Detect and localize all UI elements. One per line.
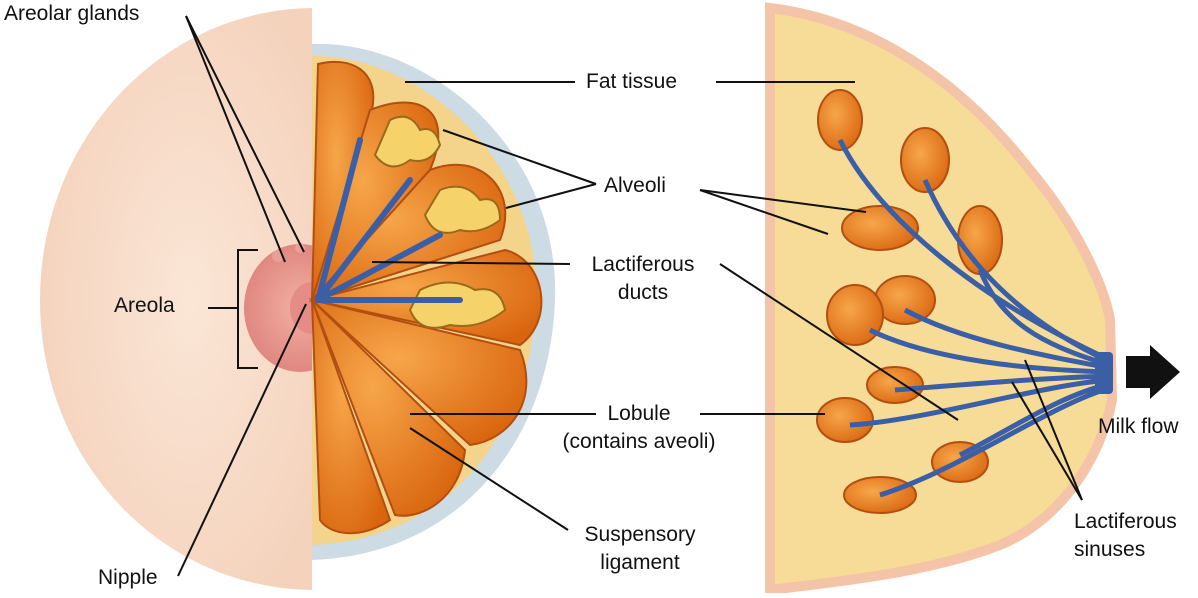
side-lobule [816, 397, 874, 443]
side-lobule [866, 366, 924, 404]
label-lobule-line2: (contains aveoli) [562, 430, 716, 453]
label-lactiferous-sinuses-line2: sinuses [1074, 538, 1146, 561]
breast-skin-view [40, 8, 356, 590]
lobe [311, 299, 467, 517]
side-duct-shape [837, 138, 1112, 498]
alveoli-cluster [373, 115, 442, 168]
label-nipple: Nipple [98, 566, 158, 589]
label-lactiferous-sinuses-line1: Lactiferous [1074, 510, 1177, 533]
cutaway-lobes [308, 43, 556, 560]
label-suspensory-ligament: Suspensory ligament [566, 521, 714, 577]
label-milk-flow: Milk flow [1098, 415, 1179, 438]
alveoli-cluster [408, 281, 507, 329]
leader-lines [177, 15, 1083, 577]
label-areolar-glands: Areolar glands [4, 2, 140, 25]
label-suspensory-line2: ligament [600, 551, 680, 574]
label-lactiferous-ducts-line1: Lactiferous [591, 253, 695, 276]
nipple-duct-openings [1095, 352, 1113, 394]
label-lactiferous-sinuses: Lactiferous sinuses [1074, 508, 1177, 564]
lobe [311, 60, 375, 301]
lobe [311, 299, 392, 535]
side-lobule [900, 127, 950, 193]
label-fat-tissue: Fat tissue [586, 70, 678, 93]
side-section [765, 2, 1118, 596]
breast-skin [40, 8, 312, 590]
alveoli-cluster [423, 185, 502, 234]
milk-flow-arrow-icon [1126, 345, 1180, 399]
side-lobule [817, 89, 863, 151]
side-lobule [826, 284, 884, 346]
side-lobule [874, 275, 936, 325]
label-areola: Areola [114, 294, 175, 317]
label-lactiferous-ducts: Lactiferous ducts [570, 251, 716, 307]
label-lobule: Lobule (contains aveoli) [540, 400, 738, 456]
lactiferous-duct-shape [315, 137, 463, 303]
label-suspensory-line1: Suspensory [584, 523, 696, 546]
side-fat-tissue [765, 2, 1118, 596]
label-lactiferous-ducts-line2: ducts [617, 281, 669, 304]
label-lobule-line1: Lobule [607, 402, 671, 425]
label-alveoli: Alveoli [604, 174, 666, 197]
